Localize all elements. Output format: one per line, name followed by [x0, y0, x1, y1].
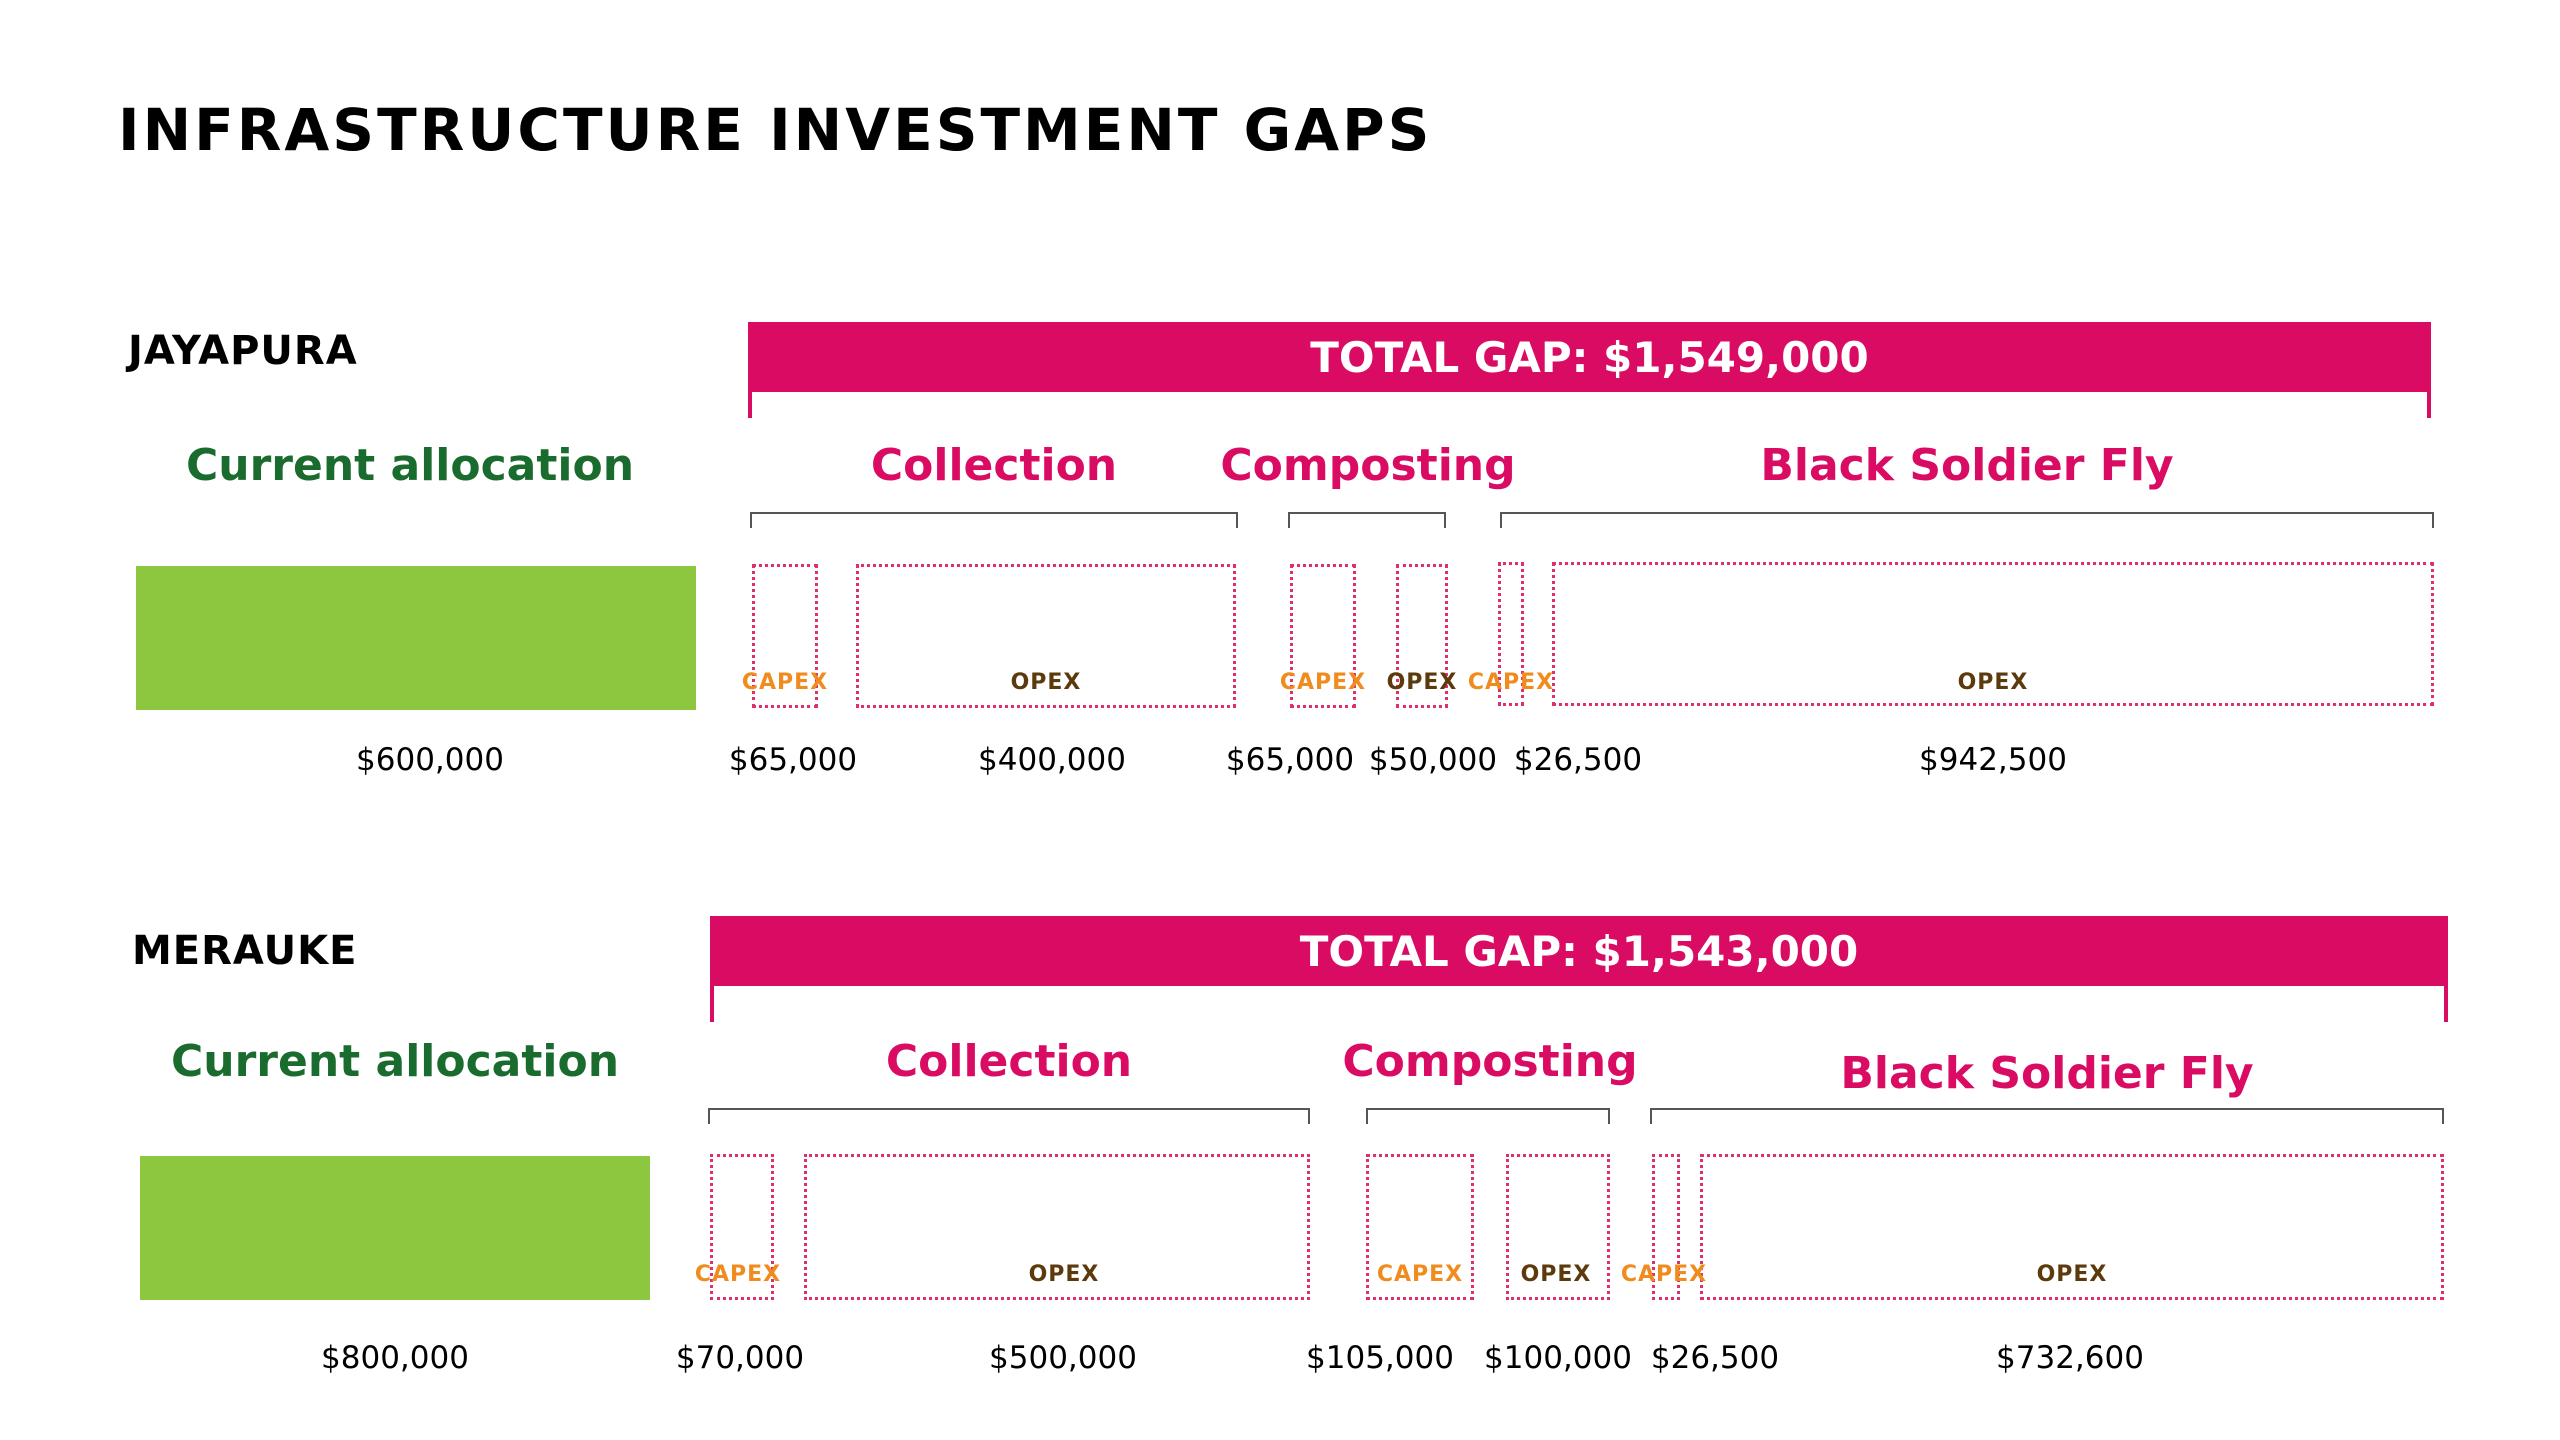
bracket-composting — [1288, 512, 1446, 528]
composting-capex-label: CAPEX — [1376, 1262, 1464, 1287]
collection-opex-box — [856, 564, 1236, 708]
category-label-composting: Composting — [1342, 1036, 1638, 1087]
allocation-bar — [140, 1156, 650, 1300]
allocation-value: $600,000 — [356, 742, 504, 778]
bsf-opex-value: $942,500 — [1919, 742, 2067, 778]
collection-capex-box — [752, 564, 818, 708]
composting-opex-box — [1506, 1154, 1610, 1300]
bracket-composting — [1366, 1108, 1610, 1124]
composting-capex-value: $65,000 — [1225, 742, 1355, 778]
bracket-collection — [708, 1108, 1310, 1124]
composting-opex-value: $50,000 — [1368, 742, 1498, 778]
bsf-opex-box — [1700, 1154, 2444, 1300]
composting-capex-box — [1366, 1154, 1474, 1300]
collection-capex-box — [710, 1154, 774, 1300]
category-label-black-soldier-fly: Black Soldier Fly — [1840, 1048, 2254, 1099]
total-gap-tick-right — [2427, 390, 2431, 418]
bsf-capex-value: $26,500 — [1650, 1340, 1780, 1376]
allocation-label: Current allocation — [185, 440, 635, 491]
bsf-capex-box — [1652, 1154, 1680, 1300]
total-gap-label: TOTAL GAP: $1,549,000 — [1310, 332, 1869, 382]
page-title: INFRASTRUCTURE INVESTMENT GAPS — [118, 96, 1433, 164]
allocation-label: Current allocation — [170, 1036, 620, 1087]
bsf-opex-label: OPEX — [1957, 670, 2029, 695]
bsf-capex-label: CAPEX — [1620, 1262, 1708, 1287]
total-gap-label: TOTAL GAP: $1,543,000 — [1299, 926, 1859, 976]
collection-opex-label: OPEX — [1028, 1262, 1100, 1287]
collection-capex-value: $65,000 — [728, 742, 858, 778]
composting-opex-label: OPEX — [1520, 1262, 1592, 1287]
bsf-capex-label: CAPEX — [1467, 670, 1555, 695]
composting-capex-value: $105,000 — [1306, 1340, 1454, 1376]
bsf-opex-box — [1552, 562, 2434, 706]
bsf-capex-box — [1498, 562, 1524, 706]
city-name: JAYAPURA — [128, 328, 358, 374]
collection-opex-box — [804, 1154, 1310, 1300]
composting-capex-box — [1290, 564, 1356, 708]
composting-opex-box — [1396, 564, 1448, 708]
bsf-opex-label: OPEX — [2036, 1262, 2108, 1287]
total-gap-bar: TOTAL GAP: $1,543,000 — [710, 916, 2448, 986]
total-gap-tick-left — [710, 984, 714, 1022]
collection-capex-value: $70,000 — [675, 1340, 805, 1376]
category-label-collection: Collection — [870, 440, 1118, 491]
bsf-opex-value: $732,600 — [1996, 1340, 2144, 1376]
total-gap-tick-left — [748, 390, 752, 418]
bsf-capex-value: $26,500 — [1513, 742, 1643, 778]
collection-opex-label: OPEX — [1010, 670, 1082, 695]
composting-opex-value: $100,000 — [1484, 1340, 1632, 1376]
category-label-collection: Collection — [885, 1036, 1133, 1087]
collection-opex-value: $500,000 — [989, 1340, 1137, 1376]
bracket-black-soldier-fly — [1650, 1108, 2444, 1124]
city-name: MERAUKE — [132, 928, 358, 974]
allocation-value: $800,000 — [321, 1340, 469, 1376]
category-label-black-soldier-fly: Black Soldier Fly — [1760, 440, 2174, 491]
total-gap-bar: TOTAL GAP: $1,549,000 — [748, 322, 2431, 392]
collection-capex-label: CAPEX — [694, 1262, 782, 1287]
bracket-collection — [750, 512, 1238, 528]
collection-opex-value: $400,000 — [978, 742, 1126, 778]
composting-opex-label: OPEX — [1386, 670, 1458, 695]
category-label-composting: Composting — [1220, 440, 1516, 491]
bracket-black-soldier-fly — [1500, 512, 2434, 528]
allocation-bar — [136, 566, 696, 710]
total-gap-tick-right — [2444, 984, 2448, 1022]
composting-capex-label: CAPEX — [1279, 670, 1367, 695]
collection-capex-label: CAPEX — [741, 670, 829, 695]
